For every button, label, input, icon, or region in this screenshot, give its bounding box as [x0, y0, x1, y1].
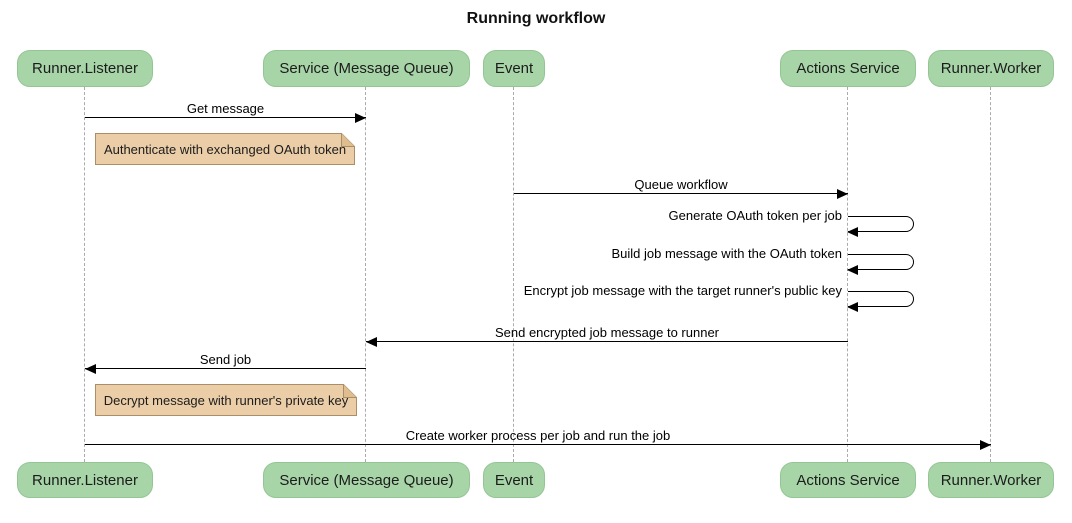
- participant-runner-listener-bottom: Runner.Listener: [17, 462, 153, 498]
- participant-label: Event: [494, 471, 534, 489]
- message-label: Send encrypted job message to runner: [494, 325, 720, 340]
- message-label: Build job message with the OAuth token: [611, 246, 842, 261]
- participant-label: Runner.Worker: [940, 471, 1042, 489]
- participant-label: Runner.Listener: [32, 60, 138, 77]
- message-label: Send job: [199, 352, 252, 367]
- arrowhead-right-icon: [837, 189, 848, 199]
- message-encrypt-job-message: Encrypt job message with the target runn…: [0, 283, 915, 312]
- participant-label: Service (Message Queue): [279, 60, 454, 77]
- message-arrow: [514, 189, 848, 199]
- arrowhead-right-icon: [355, 113, 366, 123]
- arrowhead-left-icon: [847, 265, 858, 275]
- note-label: Authenticate with exchanged OAuth token: [103, 141, 347, 157]
- message-label: Generate OAuth token per job: [668, 208, 842, 223]
- message-generate-oauth-token: Generate OAuth token per job: [0, 208, 915, 237]
- message-arrow: [366, 337, 848, 347]
- arrowhead-left-icon: [366, 337, 377, 347]
- participant-service-mq-top: Service (Message Queue): [263, 50, 470, 87]
- lifeline-runner-worker: [990, 87, 991, 462]
- participant-actions-service-top: Actions Service: [780, 50, 916, 87]
- arrowhead-left-icon: [85, 364, 96, 374]
- message-arrow: [85, 113, 366, 123]
- participant-runner-worker-bottom: Runner.Worker: [928, 462, 1054, 498]
- message-create-worker-process: Create worker process per job and run th…: [85, 428, 991, 450]
- note-decrypt: Decrypt message with runner's private ke…: [95, 384, 357, 416]
- self-loop-arrow: [847, 254, 914, 275]
- message-label: Encrypt job message with the target runn…: [523, 283, 842, 298]
- participant-label: Runner.Listener: [32, 471, 138, 489]
- note-authenticate: Authenticate with exchanged OAuth token: [95, 133, 355, 165]
- diagram-title: Running workflow: [466, 10, 606, 27]
- participant-actions-service-bottom: Actions Service: [780, 462, 916, 498]
- arrowhead-right-icon: [980, 440, 991, 450]
- lifeline-service-mq: [365, 87, 366, 462]
- message-arrow: [85, 440, 991, 450]
- lifeline-event: [513, 87, 514, 462]
- note-shape-icon: [95, 384, 357, 416]
- participant-label: Actions Service: [796, 60, 900, 77]
- participant-label: Runner.Worker: [940, 60, 1042, 77]
- participant-service-mq-bottom: Service (Message Queue): [263, 462, 470, 498]
- self-loop-arrow: [847, 216, 914, 237]
- note-shape-icon: [95, 133, 355, 165]
- participant-label: Event: [494, 60, 534, 77]
- message-label: Queue workflow: [634, 177, 728, 192]
- message-arrow: [85, 364, 366, 374]
- participant-label: Actions Service: [796, 471, 900, 489]
- arrowhead-left-icon: [847, 227, 858, 237]
- message-build-job-message: Build job message with the OAuth token: [0, 246, 915, 275]
- message-queue-workflow: Queue workflow: [514, 177, 848, 199]
- lifeline-runner-listener: [84, 87, 85, 462]
- message-send-encrypted-job: Send encrypted job message to runner: [366, 325, 848, 347]
- participant-event-top: Event: [483, 50, 545, 87]
- message-send-job: Send job: [85, 352, 366, 374]
- participant-label: Service (Message Queue): [279, 471, 454, 489]
- participant-event-bottom: Event: [483, 462, 545, 498]
- message-label: Create worker process per job and run th…: [405, 428, 671, 443]
- message-get-message: Get message: [85, 101, 366, 123]
- participant-runner-listener-top: Runner.Listener: [17, 50, 153, 87]
- arrowhead-left-icon: [847, 302, 858, 312]
- note-label: Decrypt message with runner's private ke…: [103, 392, 349, 408]
- self-loop-arrow: [847, 291, 914, 312]
- message-label: Get message: [186, 101, 265, 116]
- participant-runner-worker-top: Runner.Worker: [928, 50, 1054, 87]
